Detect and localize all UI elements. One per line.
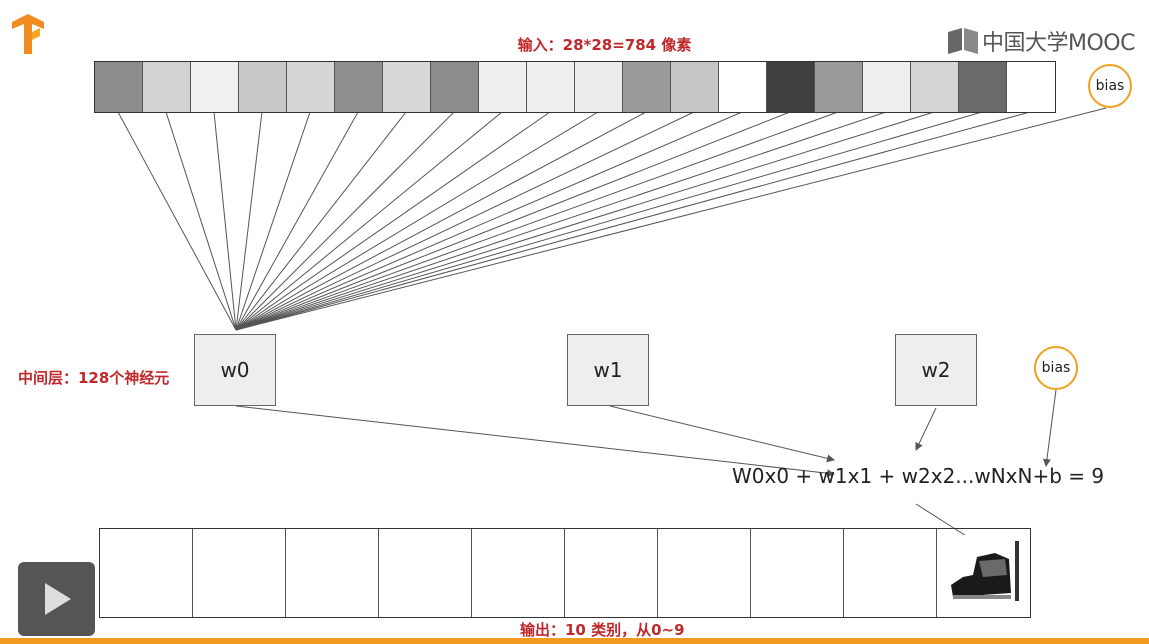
input-pixel-cell xyxy=(287,62,335,112)
input-pixel-cell xyxy=(479,62,527,112)
output-class-row xyxy=(99,528,1031,618)
input-to-w0-line xyxy=(235,111,695,331)
play-icon xyxy=(44,583,71,615)
output-class-cell xyxy=(193,529,286,617)
output-class-cell xyxy=(286,529,379,617)
input-pixel-cell xyxy=(431,62,479,112)
hidden-layer-label: 中间层：128个神经元 xyxy=(18,369,170,387)
w1-to-formula-arrow xyxy=(609,405,835,463)
input-pixel-cell xyxy=(383,62,431,112)
input-to-w0-line xyxy=(235,111,935,331)
output-class-cell xyxy=(472,529,565,617)
play-button[interactable] xyxy=(18,562,95,636)
weighted-sum-formula: W0x0 + w1x1 + w2x2...wNxN+b = 9 xyxy=(732,464,1105,488)
bias-to-w0-line xyxy=(235,107,1107,331)
output-class-cell xyxy=(751,529,844,617)
input-pixel-cell xyxy=(1007,62,1055,112)
output-class-cell xyxy=(100,529,193,617)
input-to-w0-line xyxy=(235,111,311,331)
bias-to-formula-arrow xyxy=(1042,389,1057,467)
neuron-w0-label: w0 xyxy=(220,358,250,382)
output-class-cell xyxy=(937,529,1030,617)
input-to-w0-line xyxy=(235,111,551,331)
tensorflow-logo xyxy=(12,14,44,54)
input-to-w0-line xyxy=(117,111,237,331)
input-pixel-cell xyxy=(95,62,143,112)
input-to-w0-line xyxy=(235,111,1031,331)
w2-to-formula-arrow xyxy=(915,407,937,451)
neuron-w2-label: w2 xyxy=(921,358,951,382)
input-pixel-cell xyxy=(959,62,1007,112)
input-pixel-cell xyxy=(527,62,575,112)
video-progress-bar[interactable] xyxy=(0,638,1149,644)
input-to-w0-line xyxy=(235,111,359,331)
input-to-w0-line xyxy=(235,111,887,331)
input-bias-label: bias xyxy=(1095,78,1125,94)
input-pixel-cell xyxy=(863,62,911,112)
input-to-w0-line xyxy=(235,111,503,331)
neuron-w1: w1 xyxy=(567,334,649,406)
input-to-w0-line xyxy=(235,111,455,331)
input-pixel-cell xyxy=(191,62,239,112)
input-to-w0-line xyxy=(235,111,647,331)
mooc-book-icon xyxy=(948,28,978,54)
input-to-w0-line xyxy=(235,111,263,331)
input-bias-circle: bias xyxy=(1088,64,1132,108)
output-layer-label: 输出：10 类别，从0~9 xyxy=(520,621,685,639)
input-to-w0-line xyxy=(165,111,237,331)
mooc-logo: 中国大学MOOC xyxy=(948,26,1135,56)
input-pixel-cell xyxy=(143,62,191,112)
input-to-w0-line xyxy=(235,111,599,331)
input-to-w0-line xyxy=(235,111,791,331)
input-pixel-cell xyxy=(335,62,383,112)
neuron-w2: w2 xyxy=(895,334,977,406)
input-pixel-cell xyxy=(575,62,623,112)
mooc-logo-text: 中国大学MOOC xyxy=(982,31,1135,56)
input-pixel-cell xyxy=(815,62,863,112)
input-to-w0-line xyxy=(235,111,407,331)
hidden-bias-circle: bias xyxy=(1034,346,1078,390)
neuron-w0: w0 xyxy=(194,334,276,406)
input-pixel-cell xyxy=(671,62,719,112)
output-class-cell xyxy=(658,529,751,617)
input-to-w0-line xyxy=(235,111,983,331)
input-pixel-cell xyxy=(767,62,815,112)
input-pixel-cell xyxy=(623,62,671,112)
input-pixel-row xyxy=(94,61,1056,113)
ankle-boot-thumbnail xyxy=(943,535,1023,611)
input-to-w0-line xyxy=(235,111,839,331)
input-layer-label: 输入：28*28=784 像素 xyxy=(517,36,692,54)
input-to-w0-line xyxy=(235,111,743,331)
input-to-w0-line xyxy=(213,111,237,331)
output-class-cell xyxy=(379,529,472,617)
input-pixel-cell xyxy=(719,62,767,112)
input-pixel-cell xyxy=(239,62,287,112)
hidden-bias-label: bias xyxy=(1041,360,1071,376)
output-class-cell xyxy=(844,529,937,617)
output-class-cell xyxy=(565,529,658,617)
input-pixel-cell xyxy=(911,62,959,112)
neuron-w1-label: w1 xyxy=(593,358,623,382)
